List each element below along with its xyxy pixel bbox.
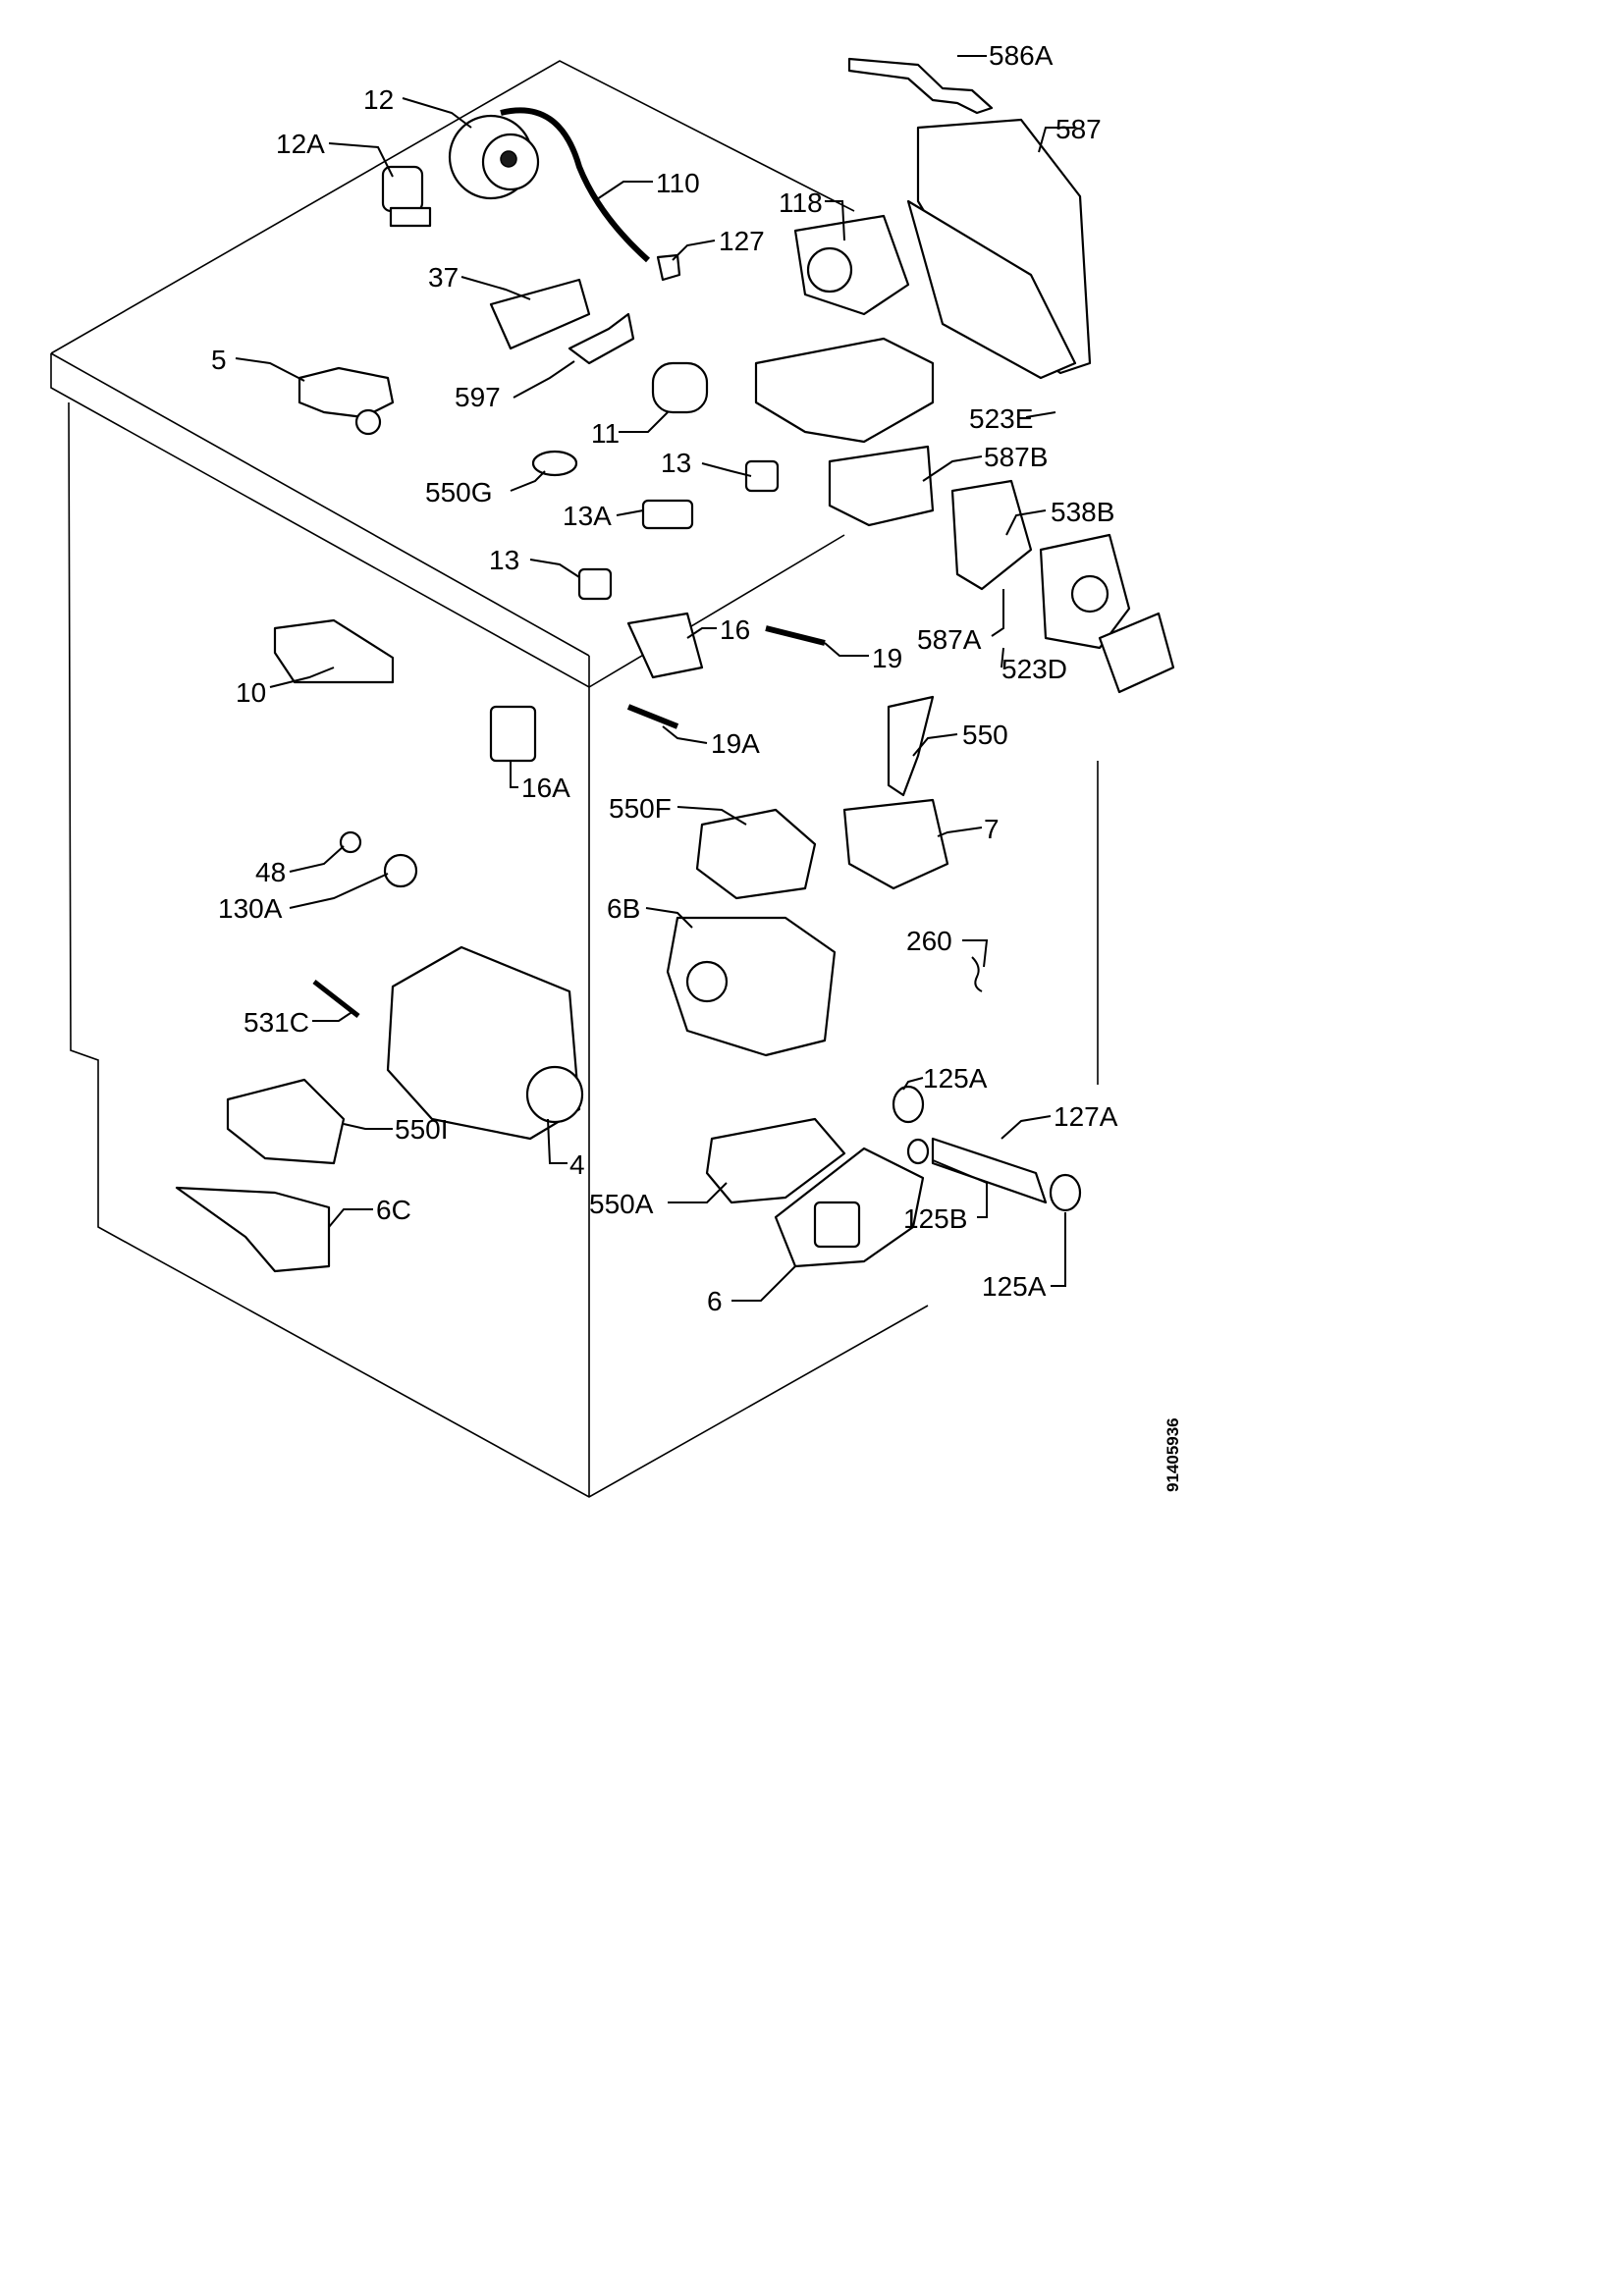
label-125a: 125A (923, 1063, 988, 1094)
part-550f-cover-icon (695, 808, 817, 900)
part-125a-ring-2-icon (1049, 1173, 1082, 1212)
label-7: 7 (984, 814, 1000, 844)
part-10-heater-icon (273, 618, 395, 684)
label-12a: 12A (276, 129, 325, 159)
label-16: 16 (720, 614, 750, 645)
label-37: 37 (428, 262, 459, 293)
label-127a: 127A (1054, 1101, 1118, 1132)
part-538b-bracket-icon (950, 479, 1033, 591)
label-550i: 550I (395, 1114, 449, 1145)
part-19a-sensor-icon (626, 704, 679, 729)
label-550f: 550F (609, 793, 672, 824)
label-538b: 538B (1051, 497, 1114, 527)
label-48: 48 (255, 857, 286, 887)
label-16a: 16A (521, 773, 570, 803)
label-19: 19 (872, 643, 902, 673)
label-125a-second: 125A (982, 1271, 1047, 1302)
part-550g-disc-icon (531, 450, 578, 477)
part-110-hose-icon (500, 107, 651, 263)
part-597-clip-icon (568, 312, 635, 365)
label-587b: 587B (984, 442, 1048, 472)
part-130a-cap-icon (383, 853, 418, 888)
part-5-valve-icon (298, 366, 395, 419)
label-597: 597 (455, 382, 501, 412)
label-110: 110 (656, 168, 700, 198)
part-550i-cover-icon (226, 1078, 346, 1165)
part-37-terminal-block-icon (489, 278, 591, 350)
label-4: 4 (569, 1149, 585, 1180)
label-19a: 19A (711, 728, 760, 759)
label-13: 13 (661, 448, 691, 478)
part-550a-cover-icon (705, 1117, 846, 1204)
label-118: 118 (779, 187, 823, 218)
label-5: 5 (211, 345, 227, 375)
part-16-switch-icon (626, 612, 704, 679)
part-13a-connector-icon (641, 499, 694, 530)
cabinet-outline (50, 60, 1099, 1498)
part-labels: 586A 587 12 12A 110 118 127 37 5 597 11 … (211, 40, 1118, 1316)
label-13-second: 13 (489, 545, 519, 575)
parts-group (175, 57, 1175, 1273)
label-523e: 523E (969, 403, 1033, 434)
part-13-connector-2-icon (577, 567, 613, 601)
part-523d-frame-icon (1098, 612, 1175, 694)
label-127: 127 (719, 226, 765, 256)
label-587a: 587A (917, 624, 982, 655)
label-125b: 125B (903, 1203, 967, 1234)
label-10: 10 (236, 677, 266, 708)
label-130a: 130A (218, 893, 283, 924)
part-6c-valve-icon (175, 1186, 331, 1273)
label-13a: 13A (563, 501, 612, 531)
part-127-nozzle-icon (656, 253, 681, 282)
label-6b: 6B (607, 893, 640, 924)
part-125b-ring-icon (906, 1138, 930, 1165)
part-48-screw-icon (339, 830, 362, 854)
label-531c: 531C (243, 1007, 309, 1038)
part-523e-cover-icon (754, 337, 935, 444)
part-127a-hose-icon (931, 1137, 1048, 1204)
part-13-connector-icon (744, 459, 780, 493)
part-11-capacitor-icon (651, 361, 709, 414)
label-6c: 6C (376, 1195, 411, 1225)
part-7-door-lock-icon (842, 798, 949, 890)
part-586a-bracket-icon (847, 57, 994, 115)
part-531c-screw-icon (312, 980, 360, 1018)
part-125a-ring-icon (892, 1085, 925, 1124)
leader-lines (235, 55, 1075, 1302)
label-11: 11 (591, 418, 620, 449)
part-550-lever-icon (887, 695, 935, 797)
label-523d: 523D (1001, 654, 1067, 684)
label-550g: 550G (425, 477, 493, 507)
part-19-sensor-icon (765, 625, 826, 646)
label-586a: 586A (989, 40, 1054, 71)
label-587: 587 (1055, 114, 1102, 144)
label-550: 550 (962, 720, 1008, 750)
part-587b-pcb-icon (828, 445, 935, 527)
label-550a: 550A (589, 1189, 654, 1219)
part-16a-switch-icon (489, 705, 537, 763)
part-260-spring-icon (971, 956, 983, 992)
part-6b-pump-icon (666, 916, 837, 1057)
part-12a-switch-icon (381, 165, 424, 213)
label-260: 260 (906, 926, 952, 956)
document-number: 91405936 (1163, 1417, 1182, 1492)
label-12: 12 (363, 84, 394, 115)
label-6: 6 (707, 1286, 723, 1316)
